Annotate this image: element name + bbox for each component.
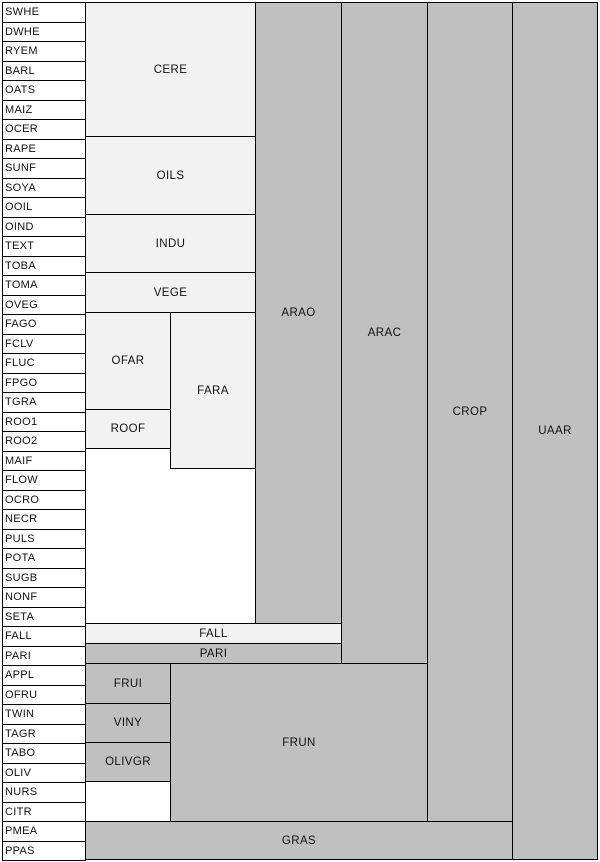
group-ofar: OFAR — [85, 312, 171, 410]
code-text: TEXT — [2, 236, 86, 257]
code-pari: PARI — [2, 646, 86, 666]
code-nonf: NONF — [2, 587, 86, 608]
code-fclv: FCLV — [2, 334, 86, 354]
group-crop: CROP — [427, 2, 513, 822]
group-fall: FALL — [85, 623, 342, 644]
code-toba: TOBA — [2, 256, 86, 276]
code-dwhe: DWHE — [2, 22, 86, 42]
code-ryem: RYEM — [2, 41, 86, 62]
code-barl: BARL — [2, 61, 86, 81]
code-ocro: OCRO — [2, 490, 86, 510]
group-olivgr: OLIVGR — [85, 742, 171, 782]
code-seta: SETA — [2, 607, 86, 627]
group-roof: ROOF — [85, 409, 171, 449]
group-frui: FRUI — [85, 663, 171, 704]
group-frun: FRUN — [170, 663, 428, 822]
code-toma: TOMA — [2, 275, 86, 296]
code-rape: RAPE — [2, 139, 86, 159]
code-oats: OATS — [2, 80, 86, 101]
code-tagr: TAGR — [2, 724, 86, 744]
code-ocer: OCER — [2, 119, 86, 140]
code-ppas: PPAS — [2, 841, 86, 861]
code-tabo: TABO — [2, 743, 86, 764]
code-pmea: PMEA — [2, 821, 86, 842]
code-citr: CITR — [2, 802, 86, 822]
code-nurs: NURS — [2, 782, 86, 803]
code-puls: PULS — [2, 529, 86, 549]
code-roo2: ROO2 — [2, 431, 86, 452]
code-twin: TWIN — [2, 704, 86, 725]
code-roo1: ROO1 — [2, 412, 86, 432]
code-maif: MAIF — [2, 451, 86, 471]
group-pari: PARI — [85, 643, 342, 664]
code-ofru: OFRU — [2, 685, 86, 705]
code-oliv: OLIV — [2, 763, 86, 783]
group-arao: ARAO — [255, 2, 342, 624]
code-flow: FLOW — [2, 470, 86, 491]
group-uaar: UAAR — [512, 2, 598, 860]
group-fara: FARA — [170, 312, 256, 469]
code-fluc: FLUC — [2, 353, 86, 374]
code-oveg: OVEG — [2, 295, 86, 315]
group-indu: INDU — [85, 214, 256, 273]
group-arac: ARAC — [341, 2, 428, 664]
group-gras: GRAS — [85, 821, 513, 860]
code-soya: SOYA — [2, 178, 86, 198]
group-oils: OILS — [85, 136, 256, 215]
code-fago: FAGO — [2, 314, 86, 335]
code-sunf: SUNF — [2, 158, 86, 179]
code-swhe: SWHE — [2, 2, 86, 23]
group-cere: CERE — [85, 2, 256, 137]
group-vege: VEGE — [85, 272, 256, 313]
code-ooil: OOIL — [2, 197, 86, 218]
code-tgra: TGRA — [2, 392, 86, 413]
code-appl: APPL — [2, 665, 86, 686]
code-fpgo: FPGO — [2, 373, 86, 393]
code-fall: FALL — [2, 626, 86, 647]
code-necr: NECR — [2, 509, 86, 530]
code-oind: OIND — [2, 217, 86, 237]
code-maiz: MAIZ — [2, 100, 86, 120]
code-pota: POTA — [2, 548, 86, 569]
code-sugb: SUGB — [2, 568, 86, 588]
group-viny: VINY — [85, 703, 171, 743]
